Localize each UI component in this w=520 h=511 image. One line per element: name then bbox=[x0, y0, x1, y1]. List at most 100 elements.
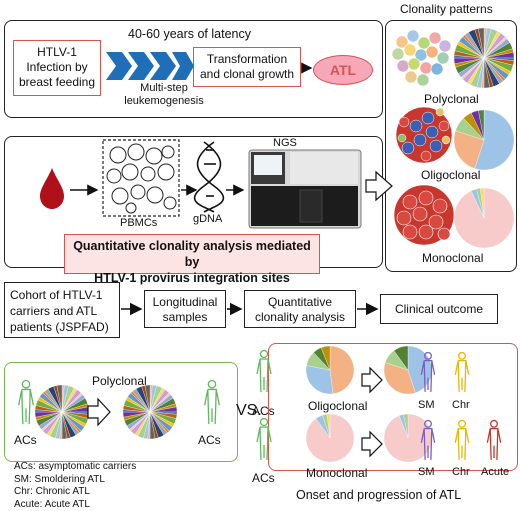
transformation-line1: Transformation bbox=[206, 52, 288, 66]
pbmcs-label: PBMCs bbox=[120, 217, 158, 229]
oligoclonal-pie bbox=[453, 109, 515, 171]
longitudinal-line2: samples bbox=[162, 310, 208, 324]
monoclonal-pie bbox=[453, 187, 515, 249]
blood-drop-icon bbox=[40, 168, 64, 209]
ac-bottom-label: ACs bbox=[252, 471, 275, 485]
outcome-box: Clinical outcome bbox=[380, 294, 498, 324]
carrier-figure-left bbox=[18, 379, 34, 425]
oligo-pie-before bbox=[305, 345, 355, 395]
bottom-left-pie-1-slice bbox=[56, 384, 63, 413]
oligo-pie-before-slice bbox=[320, 345, 331, 371]
bottom-left-pie-1 bbox=[34, 384, 90, 440]
quant-line1: Quantitative bbox=[267, 295, 333, 309]
oligo-pie-before-slice bbox=[329, 345, 355, 394]
latency-label: 40-60 years of latency bbox=[128, 27, 251, 41]
mono-pie-after-slice bbox=[403, 413, 409, 439]
mono-pie-after bbox=[383, 413, 433, 463]
infection-line3: breast feeding bbox=[18, 75, 96, 89]
longitudinal-line1: Longitudinal bbox=[152, 295, 218, 309]
leukemogenesis-arrow bbox=[106, 52, 194, 80]
pbmc-box bbox=[102, 139, 180, 217]
clonality-pies bbox=[34, 27, 515, 463]
carrier-figure-oligo bbox=[256, 349, 272, 393]
ac-top-label: ACs bbox=[252, 404, 275, 418]
polyclonal-cells-icon bbox=[391, 29, 452, 87]
cohort-line3: patients (JSPFAD) bbox=[10, 320, 109, 334]
oligo-pie-after-slice bbox=[393, 345, 409, 371]
legend: ACs: asymptomatic carriers SM: Smolderin… bbox=[14, 461, 136, 511]
oligo-pie-before-slice bbox=[305, 365, 334, 395]
mono-pie-before-slice bbox=[326, 413, 331, 439]
to-patterns-arrow bbox=[365, 170, 393, 202]
quant-line2: clonality analysis bbox=[254, 310, 346, 324]
oligoclonal-bottom-label: Oligoclonal bbox=[308, 399, 368, 413]
dna-helix-icon bbox=[194, 141, 224, 213]
smoldering-figure-top bbox=[420, 351, 436, 392]
legend-sm: SM: Smoldering ATL bbox=[14, 473, 105, 485]
ac-left-label: ACs bbox=[14, 433, 37, 447]
sm-label: SM bbox=[418, 399, 435, 411]
multistep-line1: Multi-step bbox=[140, 82, 188, 94]
chr-top-label: Chr bbox=[452, 399, 470, 411]
atl-label: ATL bbox=[329, 62, 357, 78]
carrier-figure-right bbox=[204, 379, 220, 425]
pbmc-cells bbox=[106, 143, 177, 214]
oligoclonal-cells-icon bbox=[395, 106, 453, 164]
oligo-pie-after bbox=[383, 345, 433, 395]
multistep-label: Multi-step leukemogenesis bbox=[124, 82, 204, 108]
transformation-line2: and clonal growth bbox=[199, 67, 295, 81]
monoclonal-cells-icon bbox=[393, 184, 455, 246]
bottom-left-arrow bbox=[87, 397, 111, 427]
oligo-arrow bbox=[361, 366, 383, 394]
bottom-left-pie-2 bbox=[122, 384, 178, 440]
infection-line1: HTLV-1 bbox=[37, 45, 77, 59]
chronic-figure-bottom bbox=[454, 419, 470, 460]
transformation-box: Transformation and clonal growth bbox=[193, 47, 301, 87]
cohort-line1: Cohort of HTLV-1 bbox=[10, 288, 103, 302]
method-line1: Quantitative clonality analysis mediated… bbox=[73, 239, 311, 269]
oligoclonal-pie-slice bbox=[453, 130, 485, 169]
oligo-pie-after-slice bbox=[383, 362, 416, 395]
chronic-figure-top bbox=[454, 351, 470, 392]
monoclonal-label: Monoclonal bbox=[422, 251, 484, 265]
mono-pie-before bbox=[305, 413, 355, 463]
oligoclonal-label: Oligoclonal bbox=[421, 168, 481, 182]
mono-arrow bbox=[361, 430, 383, 458]
cohort-box: Cohort of HTLV-1 carriers and ATL patien… bbox=[4, 282, 120, 338]
legend-chr: Chr: Chronic ATL bbox=[14, 486, 90, 497]
cohort-line2: carriers and ATL bbox=[10, 304, 98, 318]
acute-label: Acute bbox=[481, 466, 510, 478]
oligoclonal-pie-slice bbox=[478, 109, 485, 141]
monoclonal-bottom-label: Monoclonal bbox=[306, 466, 368, 480]
legend-acute: Acute: Acute ATL bbox=[14, 498, 90, 510]
sm-bottom-label: SM bbox=[418, 466, 435, 478]
legend-acs: ACs: asymptomatic carriers bbox=[14, 461, 137, 472]
carrier-figure-mono bbox=[256, 417, 272, 461]
oligoclonal-pie-slice bbox=[474, 109, 515, 171]
patterns-title: Clonality patterns bbox=[400, 2, 493, 16]
method-box: Quantitative clonality analysis mediated… bbox=[64, 234, 320, 285]
monoclonal-pie-slice bbox=[480, 187, 485, 219]
ngs-machine-icon bbox=[248, 149, 362, 229]
bottom-left-pie-2-slice bbox=[144, 384, 151, 413]
polyclonal-pie bbox=[453, 27, 515, 89]
atl-oval: ATL bbox=[313, 55, 373, 85]
infection-box: HTLV-1 Infection by breast feeding bbox=[13, 40, 101, 96]
chr-bottom-label: Chr bbox=[452, 466, 470, 478]
method-line2: HTLV-1 provirus integration sites bbox=[94, 271, 290, 285]
smoldering-figure-bottom bbox=[420, 419, 436, 460]
progression-caption: Onset and progression of ATL bbox=[296, 488, 462, 502]
ac-right-label: ACs bbox=[198, 433, 221, 447]
multistep-line2: leukemogenesis bbox=[124, 95, 204, 107]
polyclonal-pie-slice bbox=[478, 27, 485, 59]
gdna-label: gDNA bbox=[193, 213, 223, 225]
polyclonal-label: Polyclonal bbox=[424, 92, 479, 106]
outcome-label: Clinical outcome bbox=[394, 302, 484, 316]
vs-label: VS. bbox=[236, 402, 262, 419]
quant-box: Quantitative clonality analysis bbox=[244, 290, 356, 328]
ngs-label: NGS bbox=[273, 137, 297, 149]
infection-line2: Infection by bbox=[26, 60, 88, 74]
acute-figure bbox=[486, 419, 502, 460]
longitudinal-box: Longitudinal samples bbox=[144, 290, 226, 328]
